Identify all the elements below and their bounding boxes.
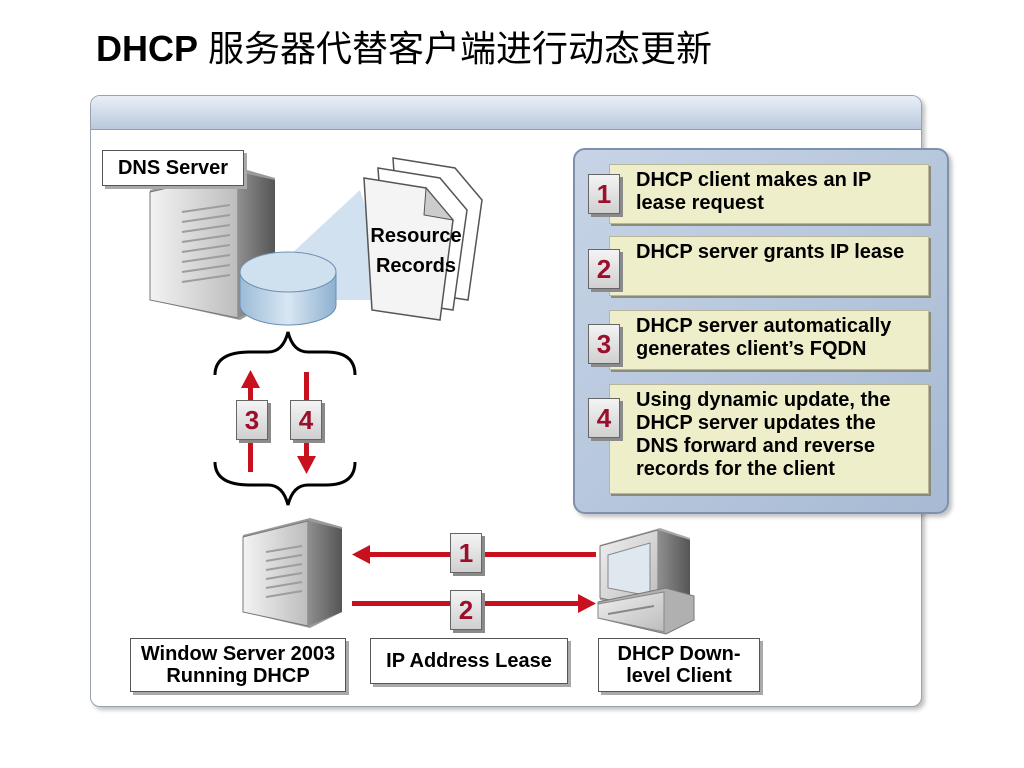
resource-records-icon	[363, 157, 483, 321]
arrow-number-2: 2	[450, 590, 482, 630]
arrow-1-left	[352, 545, 596, 564]
steps-panel: DHCP client makes an IP lease request 1 …	[573, 148, 949, 514]
resource-records-label: Resource Records	[370, 225, 462, 277]
panel-header-bar	[91, 96, 921, 130]
step-item: DHCP server grants IP lease	[609, 236, 929, 296]
page-title: DHCP 服务器代替客户端进行动态更新	[96, 28, 713, 69]
client-computer-icon	[597, 528, 695, 635]
dns-server-label: DNS Server	[102, 150, 244, 186]
dhcp-server-icon	[242, 518, 342, 628]
arrow-number-1: 1	[450, 533, 482, 573]
client-label: DHCP Down-level Client	[598, 638, 760, 692]
ip-address-lease-label: IP Address Lease	[370, 638, 568, 684]
arrow-number-3: 3	[236, 400, 268, 440]
lower-brace	[213, 461, 357, 506]
dhcp-server-label: Window Server 2003 Running DHCP	[130, 638, 346, 692]
step-item: DHCP server automatically generates clie…	[609, 310, 929, 370]
upper-brace	[213, 331, 357, 376]
step-item: Using dynamic update, the DHCP server up…	[609, 384, 929, 494]
step-text: Using dynamic update, the DHCP server up…	[636, 389, 891, 480]
database-icon	[239, 251, 337, 326]
step-number: 1	[588, 174, 620, 214]
step-item: DHCP client makes an IP lease request	[609, 164, 929, 224]
step-number: 2	[588, 249, 620, 289]
step-text: DHCP server grants IP lease	[636, 241, 905, 263]
step-text: DHCP server automatically generates clie…	[636, 315, 892, 360]
dns-server-icon	[149, 168, 275, 320]
step-number: 4	[588, 398, 620, 438]
step-text: DHCP client makes an IP lease request	[636, 169, 871, 214]
step-number: 3	[588, 324, 620, 364]
arrow-number-4: 4	[290, 400, 322, 440]
